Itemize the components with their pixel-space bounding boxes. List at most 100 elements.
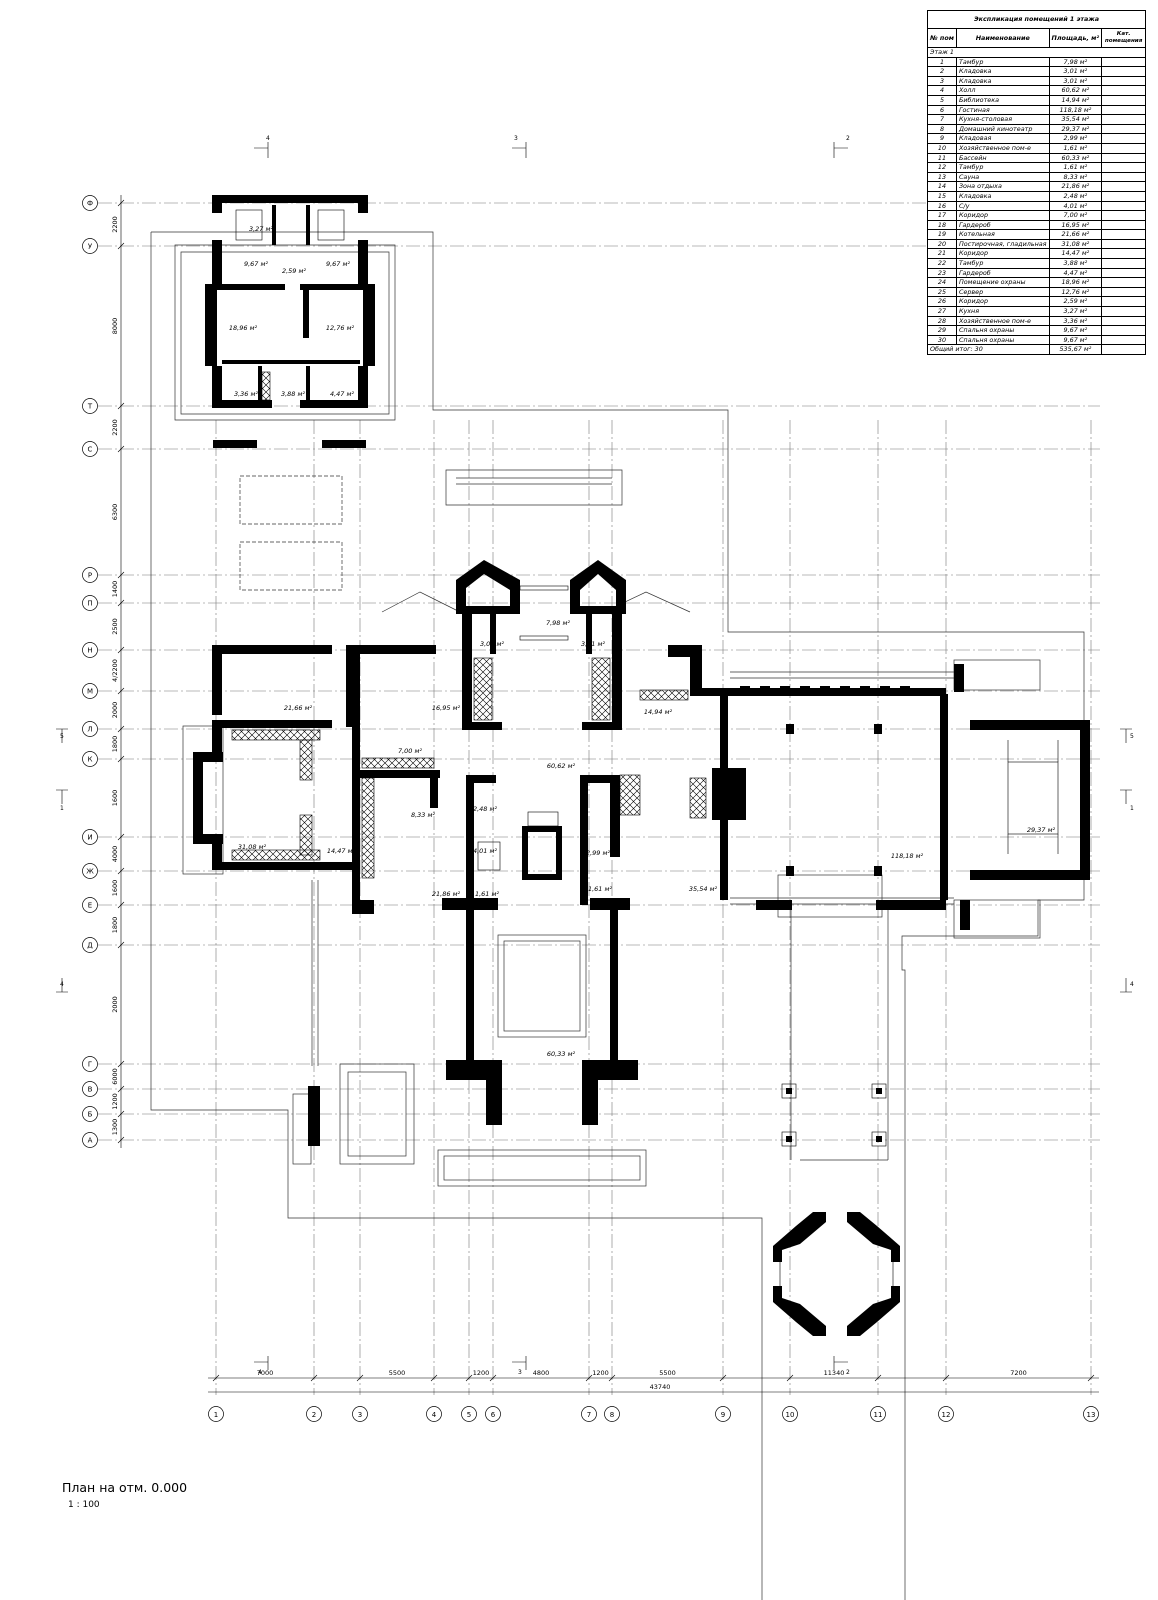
axis-label-horizontal: К — [88, 756, 93, 764]
cell-area: 2,99 м² — [1048, 133, 1103, 144]
cell-name: С/у — [955, 200, 1050, 212]
cell-num: 28 — [927, 315, 957, 327]
room-area-label: 3,01 м² — [581, 640, 605, 648]
col-header-cat: Кат. помещения — [1101, 28, 1146, 48]
cell-name: Помещение охраны — [955, 277, 1050, 288]
cell-cat — [1101, 325, 1146, 336]
cell-cat — [1101, 66, 1146, 77]
cell-area: 12,76 м² — [1048, 286, 1103, 298]
section-mark-4-left: 4 — [60, 981, 64, 988]
section-mark-5-right: 5 — [1130, 733, 1134, 740]
cell-num: 26 — [927, 296, 957, 308]
cell-num: 7 — [927, 114, 957, 125]
section-marks: 4 3 2 4 3 2 5 5 1 1 4 4 — [56, 135, 1134, 1376]
room-area-label: 9,67 м² — [326, 260, 350, 268]
cell-name: Кухня — [955, 306, 1050, 317]
cell-cat — [1101, 85, 1146, 96]
cell-num: 17 — [927, 210, 957, 221]
cell-area: 21,66 м² — [1048, 229, 1103, 240]
cell-name: Домашний кинотеатр — [955, 123, 1050, 135]
cell-num: 11 — [927, 152, 957, 164]
axis-label-horizontal: Ж — [86, 868, 94, 876]
section-mark-1-left: 1 — [60, 805, 64, 812]
room-area-label: 7,00 м² — [398, 747, 422, 755]
axis-label-vertical: 11 — [874, 1411, 883, 1419]
cell-num: 19 — [927, 229, 957, 240]
cell-cat — [1101, 306, 1146, 317]
cell-cat — [1101, 171, 1146, 183]
cell-area: 16,95 м² — [1048, 219, 1103, 231]
cell-num: 25 — [927, 286, 957, 298]
cell-num: 18 — [927, 219, 957, 231]
plan-scale: 1 : 100 — [68, 1500, 100, 1510]
dimension-text: 2200 — [111, 419, 119, 436]
cell-cat — [1101, 123, 1146, 135]
section-mark-1-right: 1 — [1130, 805, 1134, 812]
dimension-text: 11340 — [824, 1369, 845, 1377]
dimension-text: 1400 — [111, 581, 119, 598]
cell-cat — [1101, 258, 1146, 269]
axis-label-vertical: 1 — [214, 1411, 218, 1419]
cell-cat — [1101, 181, 1146, 192]
cell-cat — [1101, 94, 1146, 106]
axis-label-horizontal: Н — [87, 647, 92, 655]
dimension-text: 1200 — [592, 1369, 609, 1377]
room-area-label: 2,48 м² — [473, 805, 497, 813]
dimension-text: 6000 — [111, 1068, 119, 1085]
cell-area: 3,27 м² — [1048, 306, 1103, 317]
cell-cat — [1101, 190, 1146, 202]
cell-name: Гардероб — [955, 267, 1050, 279]
total-area: 535,67 м² — [1048, 344, 1103, 355]
dimension-text: 2500 — [111, 618, 119, 635]
cell-name: Кладовая — [955, 133, 1050, 144]
dimension-text: 1800 — [111, 736, 119, 753]
cell-area: 7,00 м² — [1048, 210, 1103, 221]
cell-area: 18,96 м² — [1048, 277, 1103, 288]
cell-name: Тамбур — [955, 56, 1050, 68]
col-header-name: Наименование — [955, 28, 1050, 48]
dimension-text: 1200 — [473, 1369, 490, 1377]
room-area-label: 29,37 м² — [1027, 826, 1056, 834]
room-area-label: 3,36 м² — [234, 390, 258, 398]
axis-label-vertical: 10 — [786, 1411, 795, 1419]
dimension-text: 4/2200 — [111, 659, 119, 682]
cell-num: 21 — [927, 248, 957, 260]
cell-cat — [1101, 162, 1146, 173]
room-area-labels: 3,27 м² 9,67 м² 2,59 м² 9,67 м² 18,96 м²… — [229, 225, 1056, 1058]
room-area-label: 118,18 м² — [891, 852, 924, 860]
axis-label-horizontal: Ф — [87, 200, 93, 208]
dimension-text: 1600 — [111, 880, 119, 897]
cell-num: 16 — [927, 200, 957, 212]
cell-num: 8 — [927, 123, 957, 135]
cell-area: 4,47 м² — [1048, 267, 1103, 279]
cell-cat — [1101, 334, 1146, 346]
cell-num: 20 — [927, 238, 957, 250]
cell-name: Кухня-столовая — [955, 114, 1050, 125]
cell-name: Холл — [955, 85, 1050, 96]
dimension-text: 1600 — [111, 790, 119, 807]
axis-label-horizontal: Т — [87, 403, 93, 411]
cell-cat — [1101, 315, 1146, 327]
cell-cat — [1101, 142, 1146, 154]
dimension-text: 8000 — [111, 318, 119, 335]
cell-cat — [1101, 219, 1146, 231]
dimension-text: 2000 — [111, 702, 119, 719]
